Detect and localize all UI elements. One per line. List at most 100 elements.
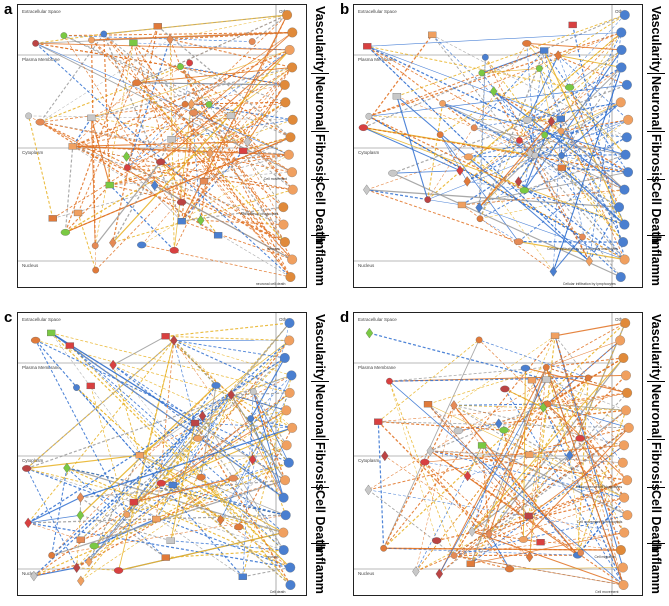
molecule-node	[247, 415, 255, 422]
molecule-node	[485, 528, 493, 540]
molecule-node	[206, 148, 214, 159]
network-edge	[126, 409, 287, 515]
network-edge	[165, 322, 290, 337]
network-edge	[155, 394, 232, 520]
molecule-node	[432, 537, 442, 544]
molecule-node	[166, 33, 174, 45]
compartment-label: Nucleus	[22, 263, 39, 268]
network-edge	[26, 374, 292, 470]
network-edge	[366, 189, 428, 201]
network-edge	[577, 497, 625, 556]
network-edge	[383, 547, 578, 556]
network-edge	[77, 212, 97, 271]
network-edge	[528, 444, 625, 517]
network-edge	[363, 127, 461, 172]
molecule-node	[167, 136, 176, 143]
molecule-node	[161, 554, 170, 561]
network-edge	[368, 489, 625, 533]
network-edge	[438, 367, 547, 575]
compartment-label: Cytoplasm	[22, 150, 44, 155]
network-edge	[470, 444, 625, 565]
network-edge	[173, 340, 232, 396]
network-edge	[141, 244, 291, 278]
network-edge	[546, 357, 624, 368]
network-edge	[523, 427, 630, 540]
network-edge	[88, 392, 291, 563]
function-node	[280, 97, 291, 108]
network-edge	[546, 379, 625, 446]
compartment-label: Cytoplasm	[358, 458, 380, 463]
molecule-node	[513, 238, 524, 246]
molecule-node	[577, 549, 585, 557]
network-edge	[72, 103, 192, 147]
compartment-label: Extracellular Space	[358, 317, 397, 322]
network-edge	[439, 134, 468, 182]
network-edge	[127, 167, 293, 191]
network-edge	[582, 189, 625, 238]
network-edge	[209, 101, 286, 154]
molecule-node	[166, 537, 175, 544]
network-edge	[430, 450, 628, 481]
network-edge	[543, 50, 590, 262]
network-edge	[66, 467, 167, 558]
network-edge	[473, 50, 545, 129]
network-edge	[439, 134, 519, 242]
network-edge	[367, 45, 570, 88]
network-edge	[250, 409, 287, 420]
molecule-node	[48, 215, 57, 222]
molecule-node	[456, 165, 464, 176]
molecule-node	[76, 492, 85, 503]
molecule-node	[77, 575, 85, 587]
network-edge	[126, 462, 289, 516]
molecule-node	[423, 401, 433, 408]
network-edge	[136, 14, 288, 84]
function-node	[619, 492, 630, 503]
network-edge	[368, 84, 627, 117]
network-edge	[127, 14, 288, 168]
molecule-node	[238, 573, 247, 580]
network-edge	[51, 340, 290, 556]
network-edge	[554, 335, 624, 586]
network-edge	[553, 118, 562, 272]
network-edge	[580, 462, 624, 553]
molecule-node	[585, 255, 593, 267]
network-edge	[35, 339, 128, 515]
molecule-node	[556, 115, 565, 122]
molecule-node	[161, 333, 170, 340]
molecule-node	[550, 332, 560, 339]
network-edge	[51, 514, 286, 556]
network-edge	[169, 39, 175, 251]
network-edge	[95, 67, 293, 271]
molecule-node	[365, 327, 374, 339]
network-edge	[65, 101, 286, 233]
molecule-node	[226, 112, 236, 119]
molecule-node	[478, 69, 486, 77]
molecule-node	[363, 43, 372, 50]
molecule-node	[197, 215, 205, 226]
category-label: Neuronal	[313, 384, 327, 439]
network-edge	[127, 115, 232, 168]
molecule-node	[579, 233, 586, 241]
function-label: Cell migration	[594, 555, 615, 559]
molecule-node	[239, 147, 248, 155]
network-edge	[392, 170, 461, 174]
function-node	[622, 387, 633, 398]
molecule-node	[65, 342, 75, 349]
network-edge	[362, 34, 433, 128]
molecule-node	[169, 246, 179, 254]
function-node	[619, 254, 630, 265]
network-edge	[539, 68, 552, 122]
function-node	[279, 352, 290, 363]
function-label: Cell movement of neutrophils	[577, 520, 623, 524]
network-edge	[528, 403, 548, 516]
function-nodes: Cellular infiltration by lymphocytesCell…	[547, 10, 634, 286]
category-label: Cell Death	[313, 490, 327, 552]
network-edge	[64, 184, 111, 233]
network-edge	[194, 422, 292, 586]
molecule-node	[388, 169, 398, 177]
molecule-node	[564, 83, 575, 91]
network-edge	[79, 384, 217, 516]
molecule-node	[89, 542, 99, 550]
network-edge	[367, 46, 561, 120]
network-edge	[453, 405, 579, 556]
